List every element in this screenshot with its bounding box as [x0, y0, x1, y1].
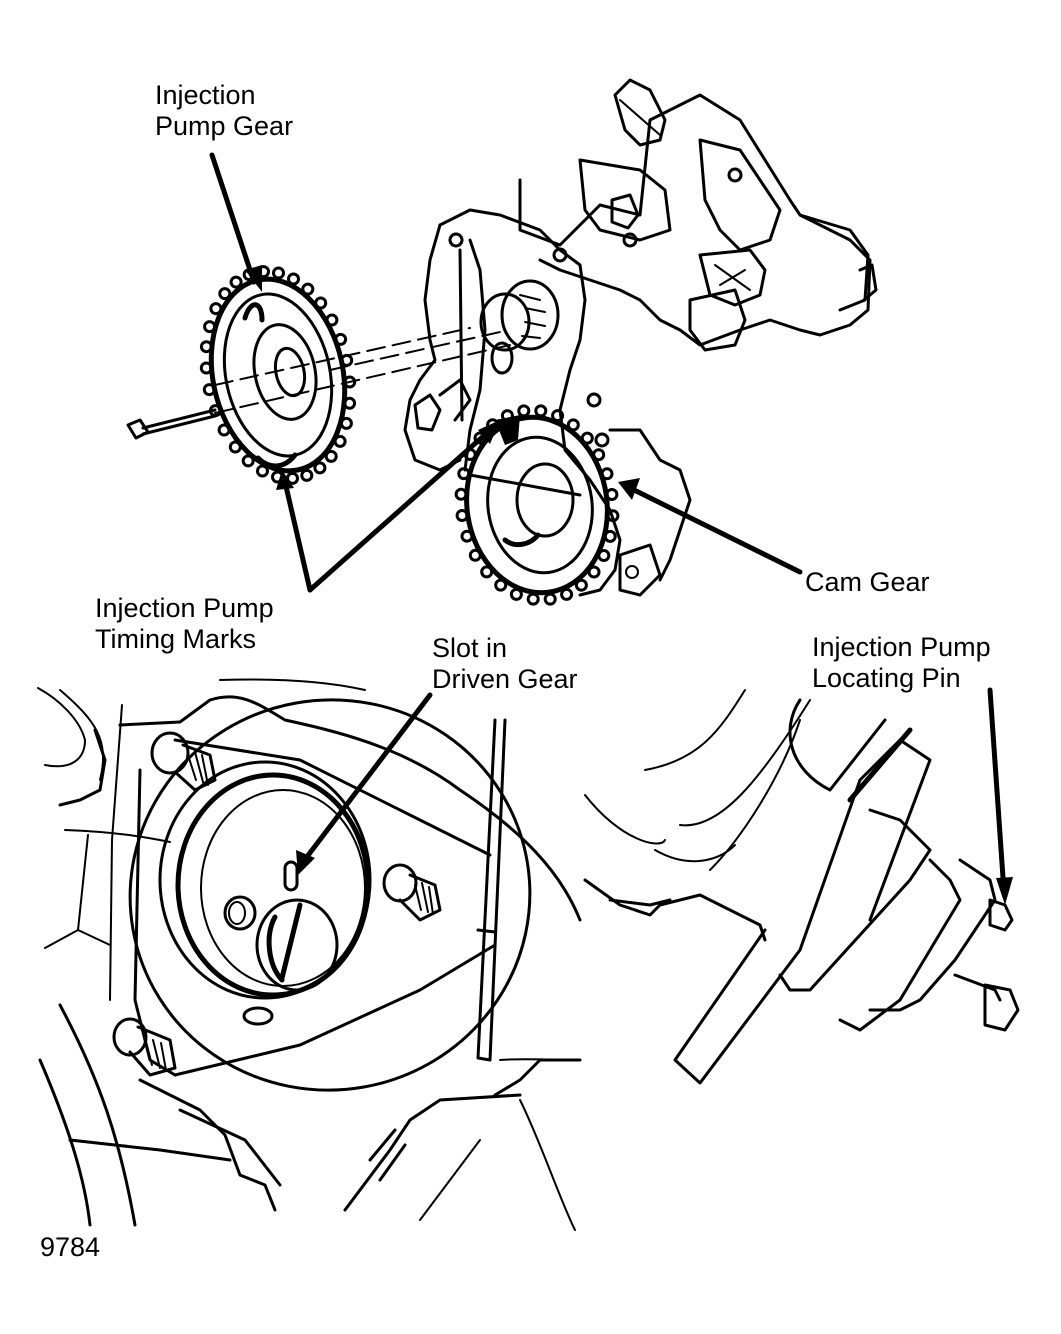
gear-tooth: [241, 454, 255, 468]
gear-tooth: [580, 431, 594, 445]
gear-tooth: [314, 296, 328, 310]
label-line: Injection Pump: [812, 632, 991, 662]
locating-pin: [988, 898, 1014, 932]
gear-tooth: [339, 416, 353, 430]
driven-gear-slot: [283, 860, 299, 892]
label-line: Locating Pin: [812, 663, 961, 693]
injection-pump-gear: [199, 265, 357, 485]
gear-tooth: [592, 448, 606, 462]
gear-tooth: [543, 592, 557, 606]
gear-tooth: [313, 461, 327, 475]
label-timing-marks: Injection Pump Timing Marks: [95, 593, 274, 655]
gear-tooth: [287, 272, 300, 286]
gear-tooth: [256, 464, 269, 478]
gear-tooth: [300, 468, 314, 482]
leader-injection-pump-gear: [209, 152, 257, 285]
gear-tooth: [209, 302, 223, 316]
gear-tooth: [454, 487, 468, 501]
gear-tooth: [526, 592, 540, 606]
timing-cover: [403, 208, 692, 597]
gear-tooth: [460, 529, 474, 543]
gear-tooth: [603, 529, 617, 543]
label-locating-pin: Injection Pump Locating Pin: [812, 632, 991, 694]
leader-slot-driven-gear: [300, 692, 433, 865]
leader-timing-mark-pump-gear: [282, 479, 313, 593]
label-cam-gear: Cam Gear: [805, 567, 930, 598]
gear-tooth: [480, 565, 494, 579]
gear-tooth: [229, 275, 243, 289]
gear-tooth: [343, 396, 357, 410]
gear-tooth: [325, 313, 339, 327]
figure-number: 9784: [40, 1232, 101, 1262]
gear-tooth: [517, 404, 531, 418]
label-line: Timing Marks: [95, 624, 257, 654]
driven-gear-flange-view: [37, 678, 582, 1231]
gear-tooth: [457, 467, 471, 481]
label-line: Injection Pump: [95, 593, 274, 623]
gear-tooth: [202, 383, 216, 397]
gear-tooth: [468, 548, 482, 562]
gear-tooth: [334, 332, 348, 346]
label-slot-in-driven-gear: Slot in Driven Gear: [432, 633, 578, 695]
gear-tooth: [574, 578, 588, 592]
stud: [382, 863, 442, 922]
gear-tooth: [494, 578, 508, 592]
leader-locating-pin: [987, 687, 1007, 895]
stud: [150, 731, 217, 792]
gear-tooth: [455, 509, 469, 522]
gear-teeth: [199, 265, 357, 485]
gear-tooth: [343, 375, 357, 389]
leader-timing-mark-cam-gear: [307, 429, 491, 593]
gear-tooth: [199, 361, 213, 375]
label-line: Pump Gear: [155, 111, 294, 141]
mounting-bolt: [126, 327, 511, 440]
label-injection-pump-gear: Injection Pump Gear: [155, 80, 293, 142]
gear-tooth: [199, 340, 213, 354]
gear-tooth: [587, 565, 601, 579]
gear-tooth: [597, 549, 611, 562]
gear-tooth: [606, 509, 620, 523]
pump-locating-pin-view: [583, 689, 1020, 1085]
pump-shaft-hub: [479, 279, 560, 375]
gear-tooth: [218, 287, 232, 301]
label-line: Slot in: [432, 633, 508, 663]
gear-tooth: [324, 449, 338, 463]
stud: [112, 1017, 177, 1077]
gear-tooth: [560, 587, 574, 601]
gear-tooth: [566, 418, 580, 432]
gear-tooth: [534, 404, 548, 418]
label-line: Cam Gear: [805, 567, 930, 597]
label-line: Driven Gear: [432, 664, 578, 694]
cam-gear: [454, 404, 620, 606]
gear-tooth: [605, 488, 619, 501]
gear-tooth: [301, 282, 315, 296]
leader-cam-gear: [627, 485, 803, 575]
leader-arrows: [209, 152, 1013, 905]
gear-tooth: [217, 423, 231, 437]
injection-pump-assembly: [518, 78, 878, 352]
gear-tooth: [333, 434, 347, 448]
gear-tooth: [203, 320, 217, 334]
gear-tooth: [600, 467, 614, 481]
gear-tooth: [228, 440, 242, 454]
label-line: Injection: [155, 80, 256, 110]
gear-tooth: [551, 409, 565, 423]
gear-tooth: [272, 266, 285, 280]
gear-tooth: [509, 587, 523, 601]
